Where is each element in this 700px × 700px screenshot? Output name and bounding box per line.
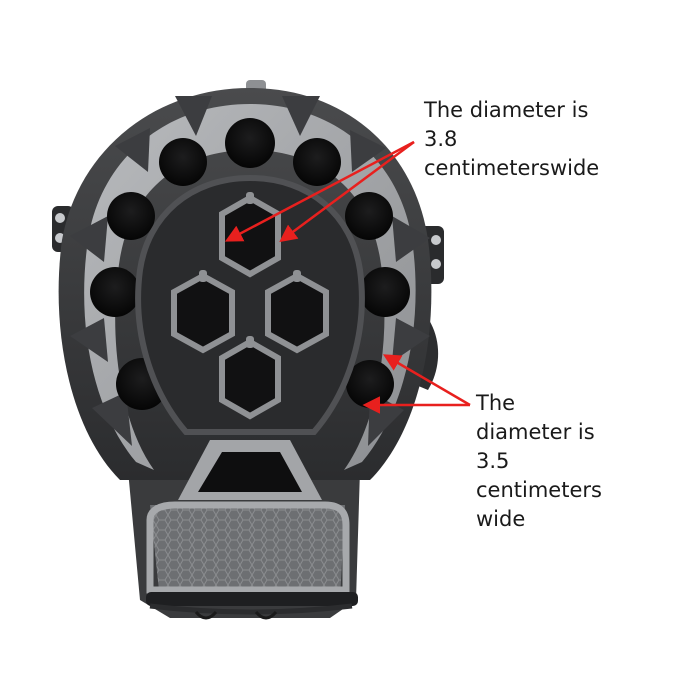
- hex-hole: [171, 272, 235, 354]
- arrow-to-hex-hole: [224, 140, 415, 242]
- annotation-arrows-bottom: [362, 354, 471, 414]
- hex-hole: [219, 194, 281, 278]
- annotation-text-top: The diameter is 3.8 centimeterswide: [424, 98, 600, 180]
- annotation-text-bottom: The diameter is 3.5 centimeters wide: [476, 391, 602, 531]
- inner-oval-panel: [135, 174, 365, 435]
- outer-hole: [360, 267, 410, 317]
- divider-rubber-rim: [84, 104, 416, 470]
- annotation-arrows-top: [224, 140, 415, 243]
- outer-hole: [90, 267, 140, 317]
- arrow-to-outer-hole: [382, 354, 471, 407]
- outer-hole: [346, 360, 394, 408]
- hex-hole: [265, 272, 329, 354]
- outer-hole: [159, 138, 207, 186]
- outer-hole: [293, 138, 341, 186]
- bag-lower-body: [128, 470, 360, 620]
- rim-spokes: [70, 96, 430, 446]
- outer-hole: [225, 118, 275, 168]
- outer-hole: [107, 192, 155, 240]
- hex-hole: [219, 338, 281, 420]
- outer-hole: [345, 192, 393, 240]
- arrow-to-hex-hole: [279, 140, 415, 243]
- hex-hole-notches: [199, 192, 301, 348]
- inner-hex-holes: [171, 194, 329, 420]
